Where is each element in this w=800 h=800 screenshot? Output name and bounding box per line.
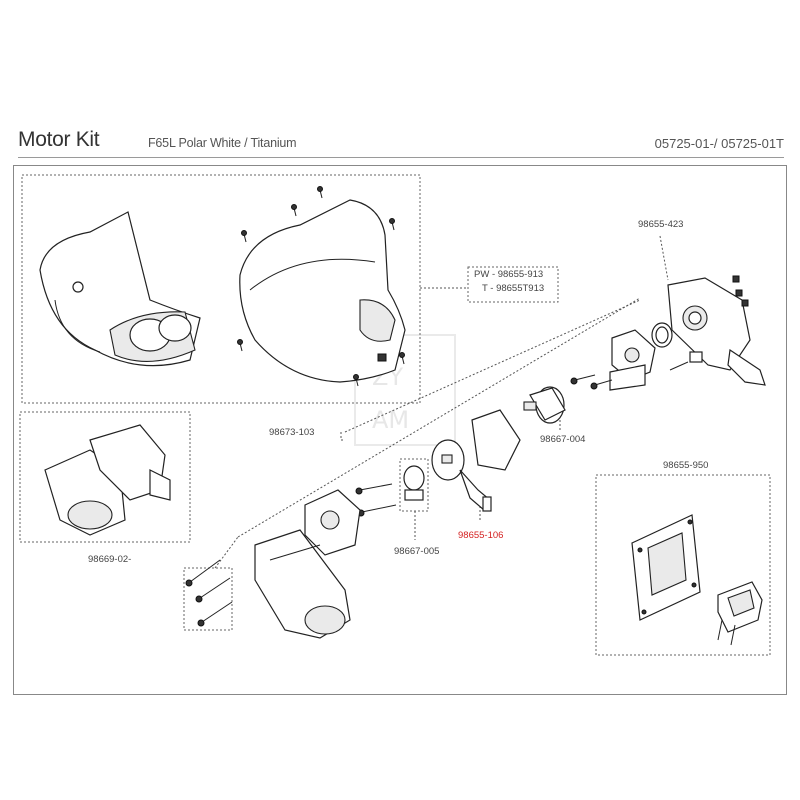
switch-kit-label: 98655-950: [663, 460, 709, 471]
cover-pw-label: PW - 98655-913: [474, 269, 544, 280]
page-title: Motor Kit: [18, 128, 100, 151]
page-header: Motor Kit F65L Polar White / Titanium 05…: [18, 128, 784, 162]
mounting-plate: [667, 275, 766, 386]
cover-t-label: T - 98655T913: [482, 283, 545, 294]
screw-set-box: [183, 567, 233, 631]
watermark: ZY AM: [354, 334, 456, 446]
plate-label: 98655-423: [638, 219, 684, 230]
motor-gearbox: [254, 489, 361, 639]
cover-closed: [239, 199, 406, 383]
seal-ring: [651, 322, 673, 348]
svg-text:AM: AM: [372, 406, 409, 434]
cover-screws: [237, 186, 405, 387]
coupler-box: [399, 458, 429, 512]
cover-label-box: [467, 266, 559, 303]
kit-part-numbers: 05725-01-/ 05725-01T: [654, 136, 784, 151]
assembly-lines: [214, 235, 669, 569]
coupler-label: 98667-005: [394, 546, 440, 557]
drive-shaft-assembly: [431, 409, 521, 512]
gear-hub: [523, 374, 613, 424]
cover-group-box: [21, 174, 421, 404]
drive-shaft-label: 98655-106: [458, 530, 504, 541]
housing-screws: [355, 483, 397, 517]
gear-housing: [609, 329, 656, 391]
motor-assembly-label: 98669-02-: [88, 554, 132, 565]
switch-plate: [631, 514, 701, 621]
model-subtitle: F65L Polar White / Titanium: [148, 136, 297, 150]
cover-shell-open: [39, 211, 201, 367]
rocker-switch: [717, 581, 763, 646]
motor-assembly-preview: [44, 424, 171, 536]
screw-set-label: 98673-103: [269, 427, 315, 438]
header-rule: [18, 157, 784, 158]
switch-kit-box: [595, 474, 771, 656]
gear-hub-label: 98667-004: [540, 434, 586, 445]
coupler: [403, 465, 425, 501]
motor-assembly-box: [19, 411, 191, 543]
long-screws: [185, 559, 233, 627]
diagram-frame: [13, 165, 787, 695]
